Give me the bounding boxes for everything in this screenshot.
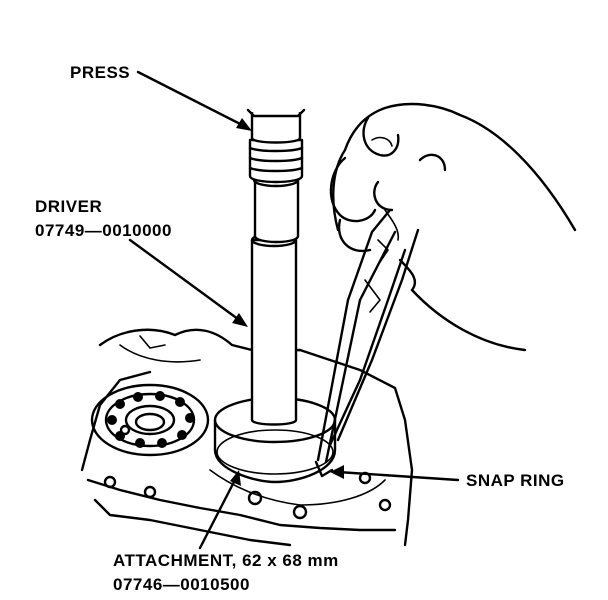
attachment-part-number: 07746—0010500 <box>113 575 250 594</box>
attachment-arrowhead <box>230 470 241 486</box>
attachment-title-label: ATTACHMENT, 62 x 68 mm <box>113 551 339 570</box>
driver-part-number: 07749—0010000 <box>35 221 172 240</box>
bolt-boss-6 <box>378 498 392 512</box>
bolt-boss-4 <box>292 504 308 520</box>
driver-title-label: DRIVER <box>35 197 103 216</box>
snap-ring-label: SNAP RING <box>466 471 565 490</box>
driver-arrowhead <box>232 313 248 327</box>
press-label: PRESS <box>70 63 131 82</box>
bolt-boss-1 <box>103 475 117 489</box>
bearing <box>90 383 210 457</box>
bolt-boss-2 <box>143 485 157 499</box>
snap-ring-leader <box>336 470 460 482</box>
driver-leader <box>128 238 244 324</box>
bolt-boss-7 <box>119 424 131 436</box>
snap-ring-pliers <box>314 208 420 478</box>
press-leader <box>136 70 250 130</box>
leader-lines <box>128 70 460 550</box>
hand <box>329 102 577 352</box>
bolt-boss-3 <box>247 490 263 506</box>
driver-tool <box>246 108 306 426</box>
snap-ring-arrowhead <box>330 465 344 479</box>
press-arrowhead <box>236 118 252 131</box>
attachment-leader <box>198 476 238 550</box>
